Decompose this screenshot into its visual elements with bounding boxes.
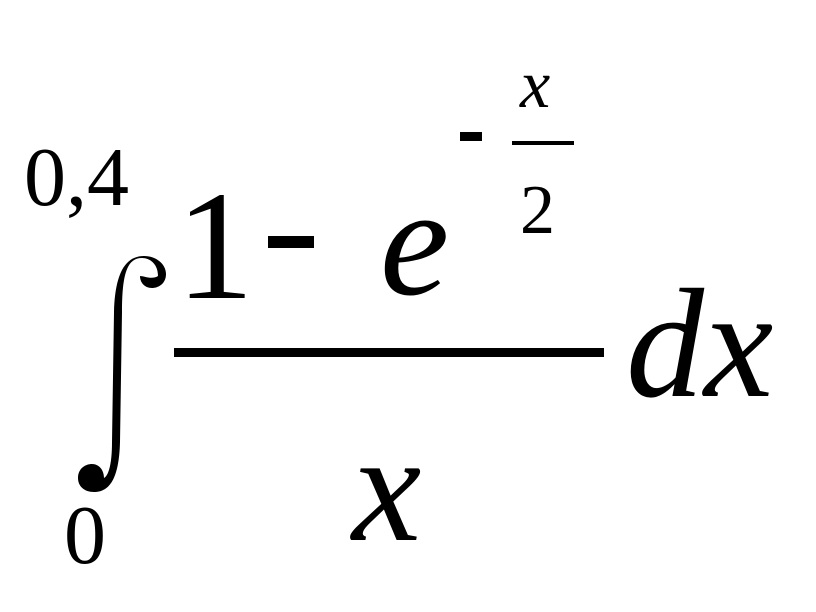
main-fraction-bar — [174, 348, 604, 357]
integral-sign-icon — [78, 256, 166, 492]
exponent-fraction-bar — [512, 141, 574, 145]
numerator-one: 1 — [176, 159, 254, 332]
exponent-numerator-x: x — [520, 46, 551, 122]
exponential-base-e: e — [380, 155, 450, 328]
integral-upper-limit: 0,4 — [24, 131, 129, 224]
numerator-minus-sign — [268, 236, 314, 248]
integral-lower-limit: 0 — [64, 489, 106, 582]
denominator-x: x — [352, 401, 422, 574]
exponent-minus-sign — [460, 132, 482, 141]
exponent-denominator-two: 2 — [520, 172, 555, 249]
differential-dx: dx — [626, 257, 774, 430]
